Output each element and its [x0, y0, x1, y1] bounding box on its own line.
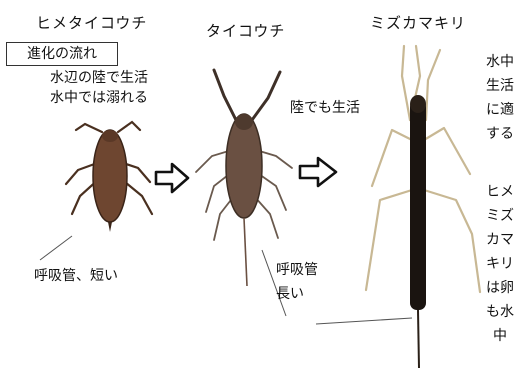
- medium-tube-note-line-1: 呼吸管: [276, 262, 318, 280]
- right-arrow-icon: [156, 164, 188, 192]
- evolution-label: 進化の流れ: [6, 42, 118, 66]
- medium-habitat-note: 陸でも生活: [290, 100, 360, 118]
- name-water-stick-insect: ミズカマキリ: [370, 14, 466, 33]
- large-tube-leader: [316, 318, 412, 324]
- name-water-scorpion: タイコウチ: [206, 22, 285, 41]
- small-water-scorpion: [66, 122, 152, 232]
- large-adapted-note: 水中 生活 に適 する: [480, 50, 520, 146]
- right-arrow-icon: [300, 158, 336, 186]
- medium-tube-leader: [262, 250, 286, 316]
- name-small-water-scorpion: ヒメタイコウチ: [36, 14, 147, 33]
- medium-tube-note-line-2: 長い: [276, 286, 304, 304]
- small-habitat-note-line-1: 水辺の陸で生活: [50, 70, 148, 88]
- water-scorpion: [196, 70, 292, 286]
- small-tube-leader: [40, 236, 72, 260]
- small-tube-note: 呼吸管、短い: [34, 268, 118, 286]
- large-egg-note: ヒメ ミズ カマ キリ は卵 も水中: [480, 180, 520, 348]
- small-habitat-note-line-2: 水中では溺れる: [50, 90, 148, 108]
